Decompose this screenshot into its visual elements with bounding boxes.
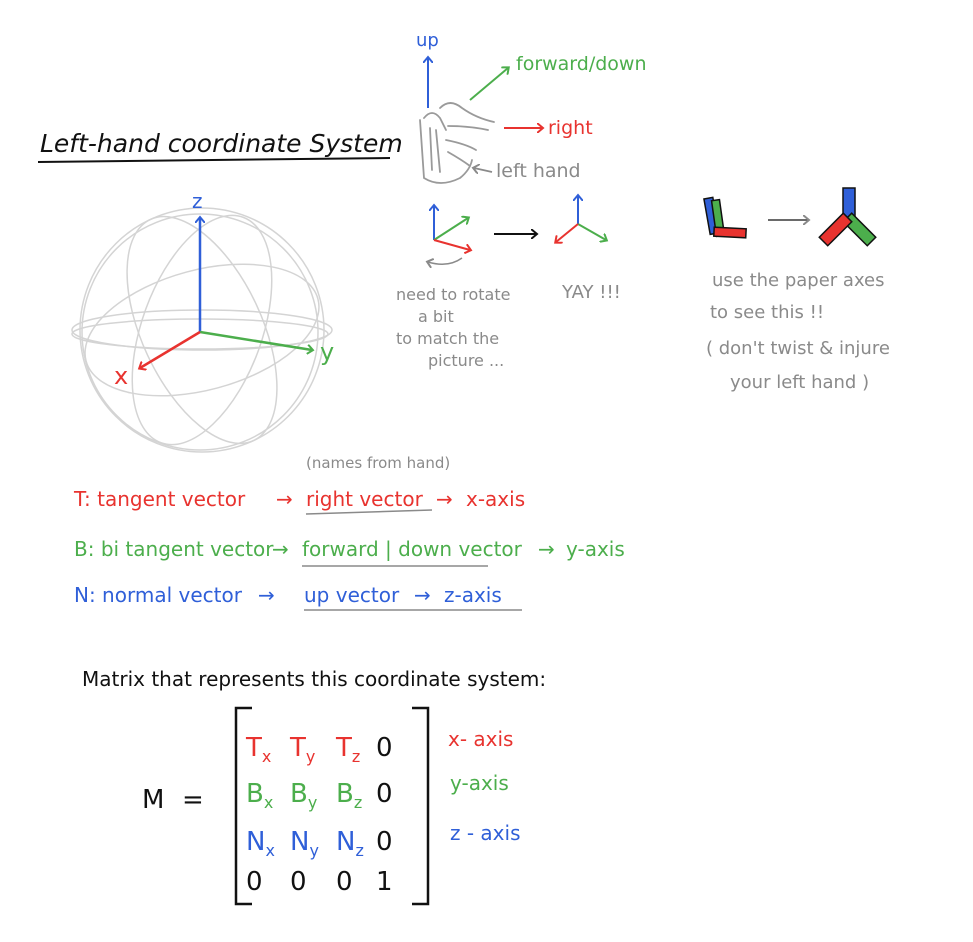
z-axis-label: z	[192, 189, 203, 213]
matrix-cell-r1-c1: Tx	[245, 733, 271, 766]
matrix-cell-r4-c4: 1	[376, 867, 393, 897]
matrix-row-2-axis: y-axis	[450, 771, 509, 795]
hand-forward-label: forward/down	[516, 53, 647, 75]
sphere-wireframe	[71, 207, 333, 453]
matrix-cell-r2-c2: By	[290, 779, 317, 812]
normal-axis: z-axis	[444, 583, 502, 607]
matrix-cell-r1-c3: Tz	[335, 733, 360, 766]
matrix-cell-r3-c1: Nx	[246, 827, 275, 860]
left-hand-sketch	[419, 102, 495, 184]
matrix-cell-r4-c1: 0	[246, 867, 263, 897]
rotate-hint-arrow	[428, 257, 463, 264]
x-axis-arrow	[140, 330, 201, 368]
matrix-cell-r3-c3: Nz	[336, 827, 364, 860]
yay-note: YAY !!!	[561, 282, 621, 303]
rotate-note-line-4: picture ...	[428, 351, 504, 370]
bitangent-hand-name: forward | down vector	[302, 537, 523, 561]
hand-label-arrow	[474, 168, 493, 172]
title-underline	[37, 157, 391, 163]
matrix-equals: =	[182, 785, 204, 815]
matrix-cell-r3-c4: 0	[376, 827, 393, 857]
bitangent-arrow-2: →	[538, 537, 555, 561]
matrix-cell-r2-c3: Bz	[336, 779, 362, 812]
bitangent-axis: y-axis	[566, 537, 625, 561]
bitangent-label: B: bi tangent vector	[74, 537, 274, 561]
tangent-label: T: tangent vector	[73, 487, 246, 511]
matrix-cell-r4-c3: 0	[336, 867, 353, 897]
matrix-cell-r2-c4: 0	[376, 779, 393, 809]
paper-axes-folded	[818, 187, 877, 247]
small-axes-after	[556, 196, 606, 242]
matrix-left-bracket	[234, 706, 252, 906]
matrix-cell-r2-c1: Bx	[246, 779, 273, 812]
normal-label: N: normal vector	[74, 583, 243, 607]
matrix-right-bracket	[412, 706, 430, 906]
tangent-arrow-1: →	[276, 487, 293, 511]
paper-note-line-3: ( don't twist & injure	[706, 338, 890, 359]
tangent-underline	[305, 509, 433, 515]
tangent-arrow-2: →	[436, 487, 453, 511]
matrix-cell-r3-c2: Ny	[290, 827, 319, 860]
hand-up-label: up	[416, 30, 439, 51]
y-axis-label: y	[320, 338, 334, 366]
normal-arrow-2: →	[414, 583, 431, 607]
rotate-note-line-1: need to rotate	[396, 285, 510, 304]
matrix-row-3-axis: z - axis	[450, 821, 521, 845]
y-axis-arrow	[199, 330, 312, 350]
tangent-hand-name: right vector	[306, 487, 424, 511]
paper-axes-flat	[703, 196, 747, 239]
rotate-note-line-2: a bit	[418, 307, 454, 326]
bitangent-arrow-1: →	[272, 537, 289, 561]
matrix-cell-r4-c2: 0	[290, 867, 307, 897]
paper-note-line-1: use the paper axes	[712, 270, 885, 291]
normal-arrow-1: →	[258, 583, 275, 607]
matrix-cell-r1-c4: 0	[376, 733, 393, 763]
names-note: (names from hand)	[306, 454, 450, 472]
matrix-name: M	[142, 785, 164, 815]
matrix-row-1-axis: x- axis	[448, 727, 513, 751]
page-title: Left-hand coordinate System	[40, 129, 403, 158]
x-axis-label: x	[114, 362, 128, 390]
matrix-title: Matrix that represents this coordinate s…	[82, 667, 546, 691]
hand-right-label: right	[548, 117, 593, 139]
small-axes-before	[434, 206, 470, 250]
hand-label: left hand	[496, 160, 581, 182]
tangent-axis: x-axis	[466, 487, 525, 511]
matrix-cell-r1-c2: Ty	[289, 733, 315, 766]
paper-note-line-4: your left hand )	[730, 372, 869, 393]
paper-note-line-2: to see this !!	[710, 302, 824, 323]
hand-forward-arrow	[469, 68, 508, 101]
normal-hand-name: up vector	[304, 583, 400, 607]
rotate-note-line-3: to match the	[396, 329, 499, 348]
